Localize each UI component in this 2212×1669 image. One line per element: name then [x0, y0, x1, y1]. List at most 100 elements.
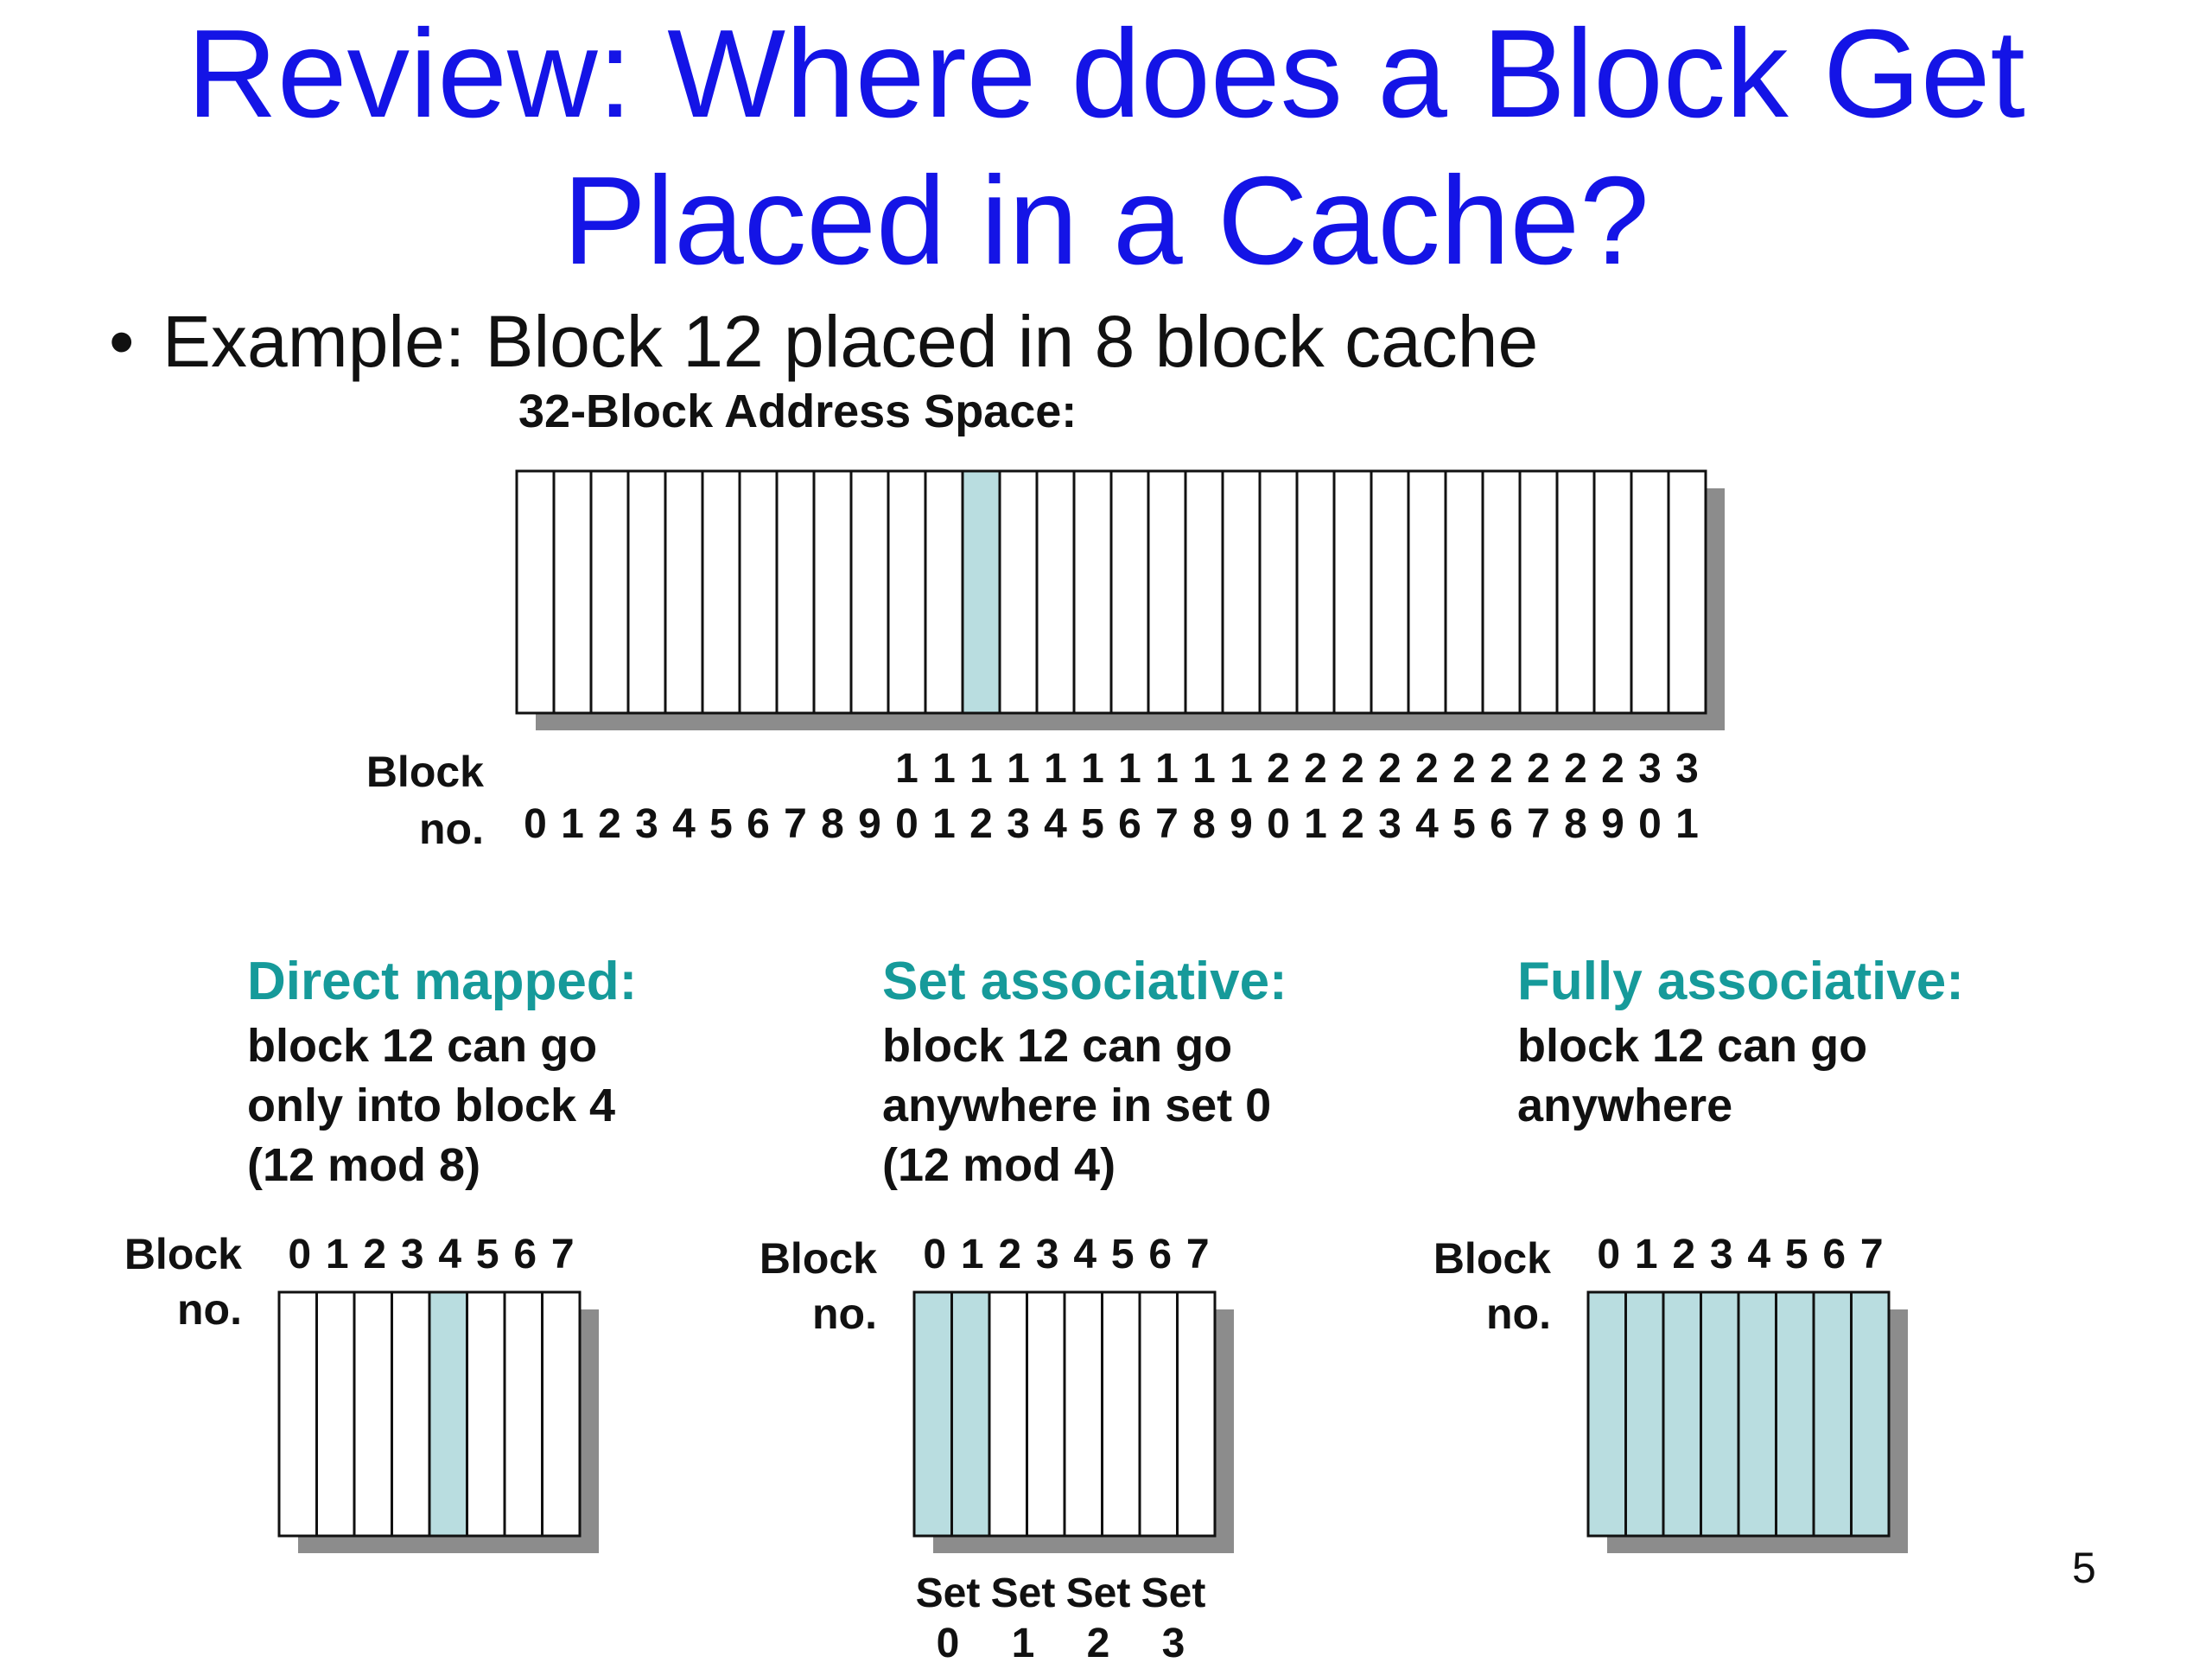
address-units-digit: 7	[1155, 801, 1179, 847]
cache-block-cell	[466, 1290, 506, 1538]
address-tens-digit: 2	[1378, 746, 1402, 792]
address-block-cell	[1072, 469, 1113, 715]
cache-block-digit: 6	[513, 1232, 537, 1277]
cache-block-digit: 0	[288, 1232, 312, 1277]
cache-block-digit: 5	[1784, 1232, 1808, 1277]
address-block-cell	[1555, 469, 1596, 715]
fully-associative-axis-label: Block no.	[1395, 1232, 1551, 1341]
cache-block-digit: 1	[325, 1232, 349, 1277]
cache-block-cell	[1138, 1290, 1179, 1538]
description-line: anywhere in set 0	[882, 1080, 1272, 1131]
address-units-digit: 1	[932, 801, 956, 847]
set-associative-axis-label: Block no.	[721, 1232, 877, 1341]
cache-block-digit: 7	[1859, 1232, 1884, 1277]
address-block-cell	[1592, 469, 1633, 715]
cache-block-digit: 4	[1073, 1232, 1097, 1277]
address-units-digit: 9	[858, 801, 881, 847]
address-block-cell	[626, 469, 667, 715]
cache-block-digit: 7	[550, 1232, 575, 1277]
address-units-digit: 0	[1267, 801, 1290, 847]
cache-block-digit: 0	[923, 1232, 947, 1277]
fully-associative-description: block 12 can go anywhere	[1517, 1016, 1867, 1136]
cache-block-digit: 3	[1709, 1232, 1733, 1277]
direct-mapped-description: block 12 can go only into block 4 (12 mo…	[247, 1016, 615, 1195]
address-units-digit: 4	[672, 801, 696, 847]
cache-block-cell	[1586, 1290, 1627, 1538]
cache-block-cell	[277, 1290, 318, 1538]
description-line: anywhere	[1517, 1080, 1733, 1131]
address-units-digit: 3	[1007, 801, 1030, 847]
cache-block-digit: 2	[998, 1232, 1022, 1277]
address-tens-digit: 1	[1118, 746, 1141, 792]
cache-block-digit: 1	[960, 1232, 984, 1277]
address-tens-digit: 2	[1601, 746, 1624, 792]
address-tens-digit: 1	[1192, 746, 1216, 792]
address-tens-digit: 1	[895, 746, 918, 792]
address-tens-digit: 2	[1527, 746, 1550, 792]
address-units-digit: 2	[1341, 801, 1364, 847]
address-units-digit: 1	[1675, 801, 1699, 847]
cache-block-digit: 5	[1110, 1232, 1135, 1277]
slide-title: Review: Where does a Block Get Placed in…	[0, 0, 2212, 294]
address-space-label: 32-Block Address Space:	[518, 385, 1077, 437]
address-units-digit: 5	[709, 801, 733, 847]
fully-associative-heading: Fully associative:	[1517, 952, 1964, 1011]
cache-block-digit: 4	[1747, 1232, 1771, 1277]
cache-block-cell	[503, 1290, 543, 1538]
address-block-cell	[1481, 469, 1522, 715]
description-line: block 12 can go	[247, 1020, 598, 1072]
cache-block-digit: 6	[1148, 1232, 1173, 1277]
address-units-digit: 8	[1564, 801, 1587, 847]
cache-block-cell	[1850, 1290, 1891, 1538]
address-tens-digit: 3	[1638, 746, 1662, 792]
address-block-cell	[1184, 469, 1224, 715]
address-tens-digit: 1	[1081, 746, 1104, 792]
cache-block-cell	[391, 1290, 431, 1538]
set-label-number: 3	[1161, 1621, 1185, 1666]
address-tens-digit: 2	[1267, 746, 1290, 792]
cache-block-cell	[950, 1290, 991, 1538]
address-block-cell	[515, 469, 556, 715]
address-block-cell	[924, 469, 964, 715]
address-units-digit: 6	[747, 801, 770, 847]
address-units-digit: 6	[1490, 801, 1513, 847]
address-tens-digit: 2	[1415, 746, 1439, 792]
address-units-digit: 8	[1192, 801, 1216, 847]
axis-label-line-2: no.	[1486, 1290, 1551, 1338]
address-tens-digit: 2	[1452, 746, 1476, 792]
address-tens-digit: 2	[1341, 746, 1364, 792]
address-tens-digit: 2	[1490, 746, 1513, 792]
address-tens-digit: 3	[1675, 746, 1699, 792]
cache-block-cell	[988, 1290, 1028, 1538]
address-block-cell	[1221, 469, 1262, 715]
address-block-cell	[664, 469, 704, 715]
address-block-cell	[1147, 469, 1187, 715]
address-block-cell	[1332, 469, 1373, 715]
address-tens-digit: 2	[1304, 746, 1327, 792]
bullet-dot-icon: •	[109, 301, 135, 382]
address-units-digit: 1	[561, 801, 584, 847]
address-units-digit: 0	[524, 801, 547, 847]
address-block-cell	[887, 469, 927, 715]
address-block-cell	[1258, 469, 1299, 715]
address-units-digit: 0	[895, 801, 918, 847]
address-tens-digit: 1	[1007, 746, 1030, 792]
address-tens-digit: 1	[1230, 746, 1253, 792]
address-block-cell	[1667, 469, 1707, 715]
address-units-digit: 9	[1230, 801, 1253, 847]
slide-title-line-1: Review: Where does a Block Get	[187, 3, 2025, 143]
address-block-cell	[849, 469, 890, 715]
description-line: only into block 4	[247, 1080, 616, 1131]
address-axis-label: Block no.	[328, 745, 484, 856]
cache-block-cell	[1812, 1290, 1853, 1538]
address-units-digit: 5	[1081, 801, 1104, 847]
cache-block-cell	[1026, 1290, 1066, 1538]
axis-label-line-1: Block	[124, 1230, 242, 1278]
address-block-cell	[998, 469, 1039, 715]
set-label-number: 0	[936, 1621, 960, 1666]
address-axis-label-line-2: no.	[419, 805, 484, 853]
address-units-digit: 2	[598, 801, 621, 847]
